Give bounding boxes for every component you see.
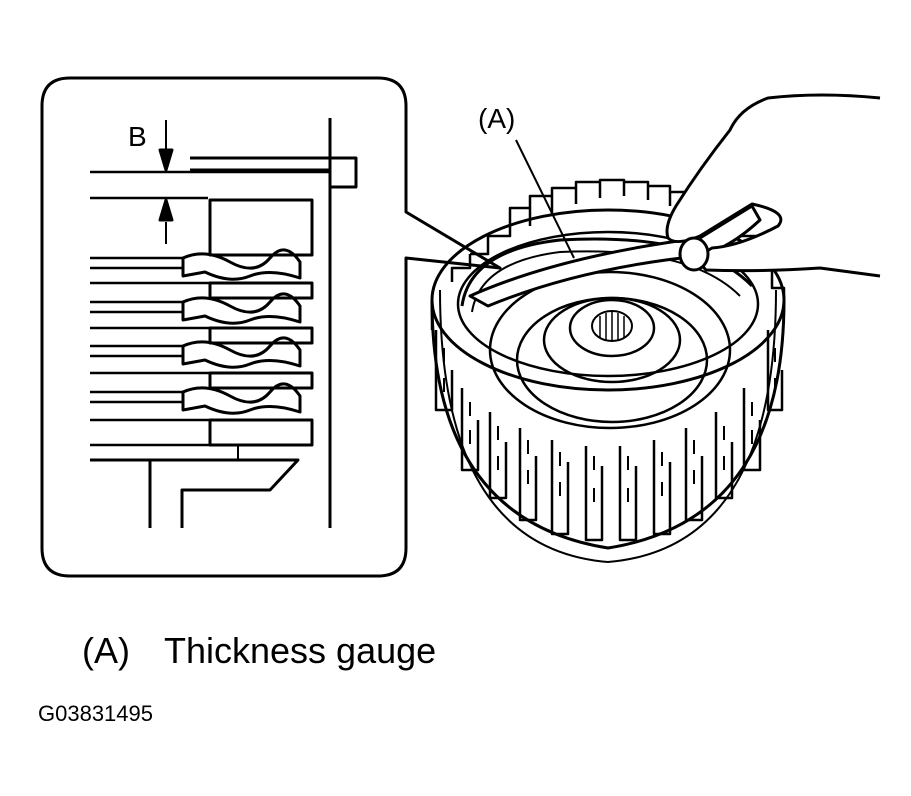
clutch-pack xyxy=(90,248,314,447)
detail-inset xyxy=(40,76,502,578)
retainer-flange xyxy=(190,156,358,189)
callout-label-a: (A) xyxy=(478,103,515,134)
dimension-label-b: B xyxy=(128,121,147,152)
pressure-plate xyxy=(208,198,314,257)
legend-entry: (A) Thickness gauge xyxy=(82,630,436,672)
thickness-gauge xyxy=(468,139,762,308)
inset-frame xyxy=(40,76,502,578)
legend-description: Thickness gauge xyxy=(164,630,437,671)
figure-code: G03831495 xyxy=(38,701,153,726)
hand-illustration xyxy=(665,93,881,278)
drum-wall-splines xyxy=(434,330,784,542)
legend-tag: (A) xyxy=(82,630,130,671)
clutch-drum xyxy=(430,178,786,563)
